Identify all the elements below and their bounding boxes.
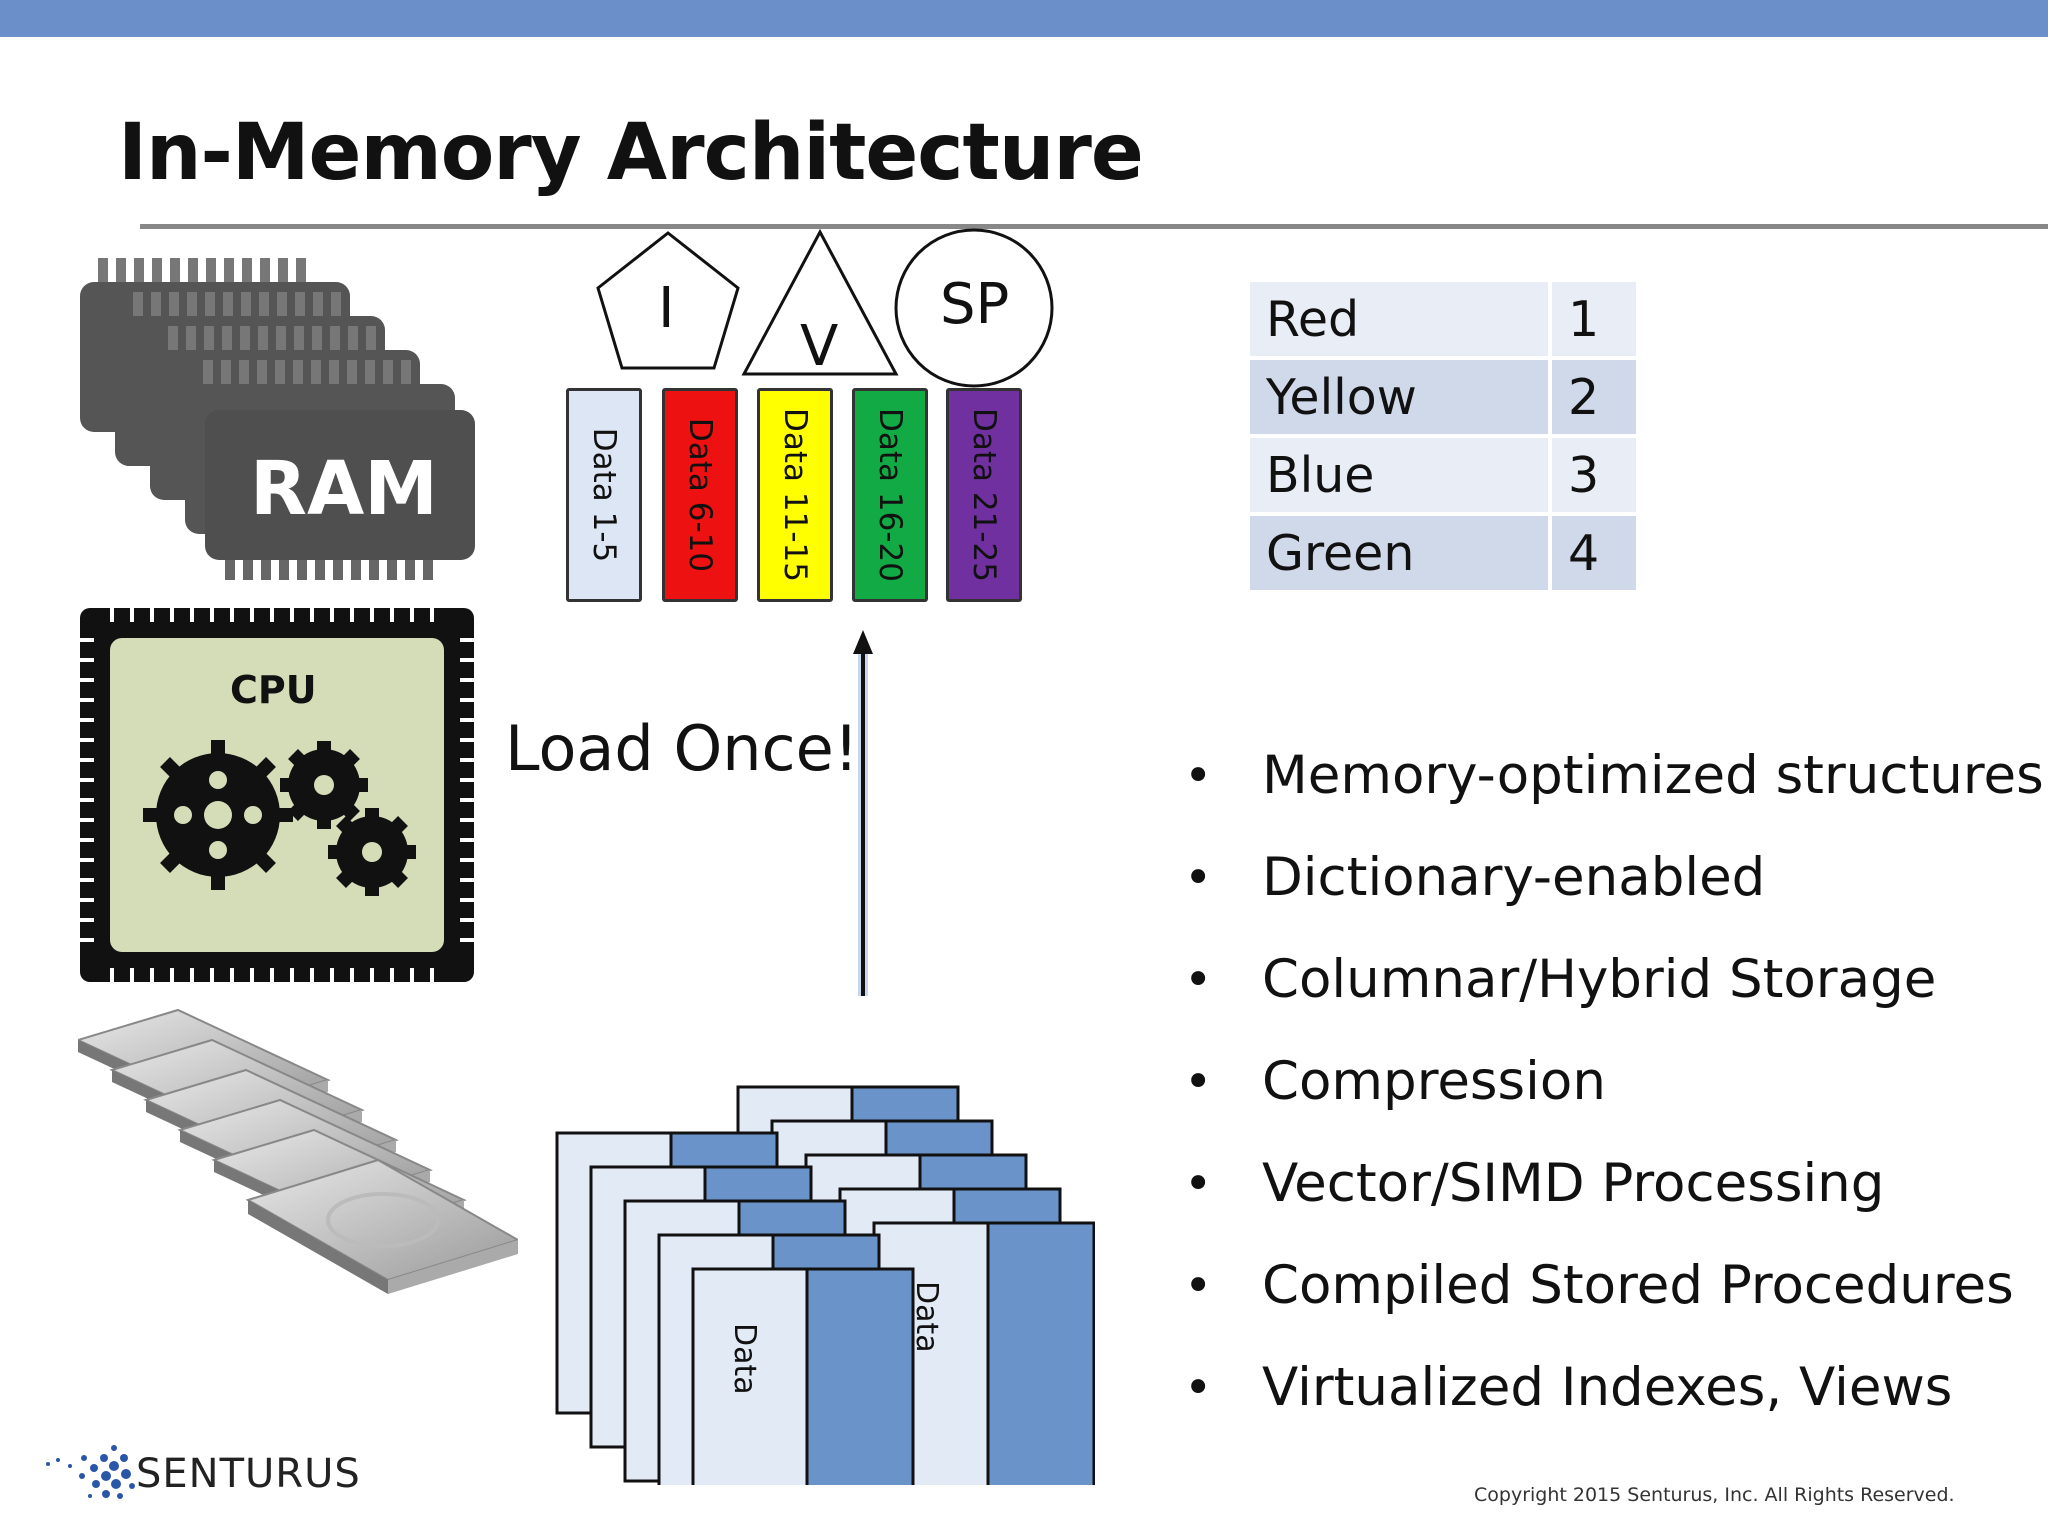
column-segment-label: Data 6-10: [682, 417, 718, 573]
list-item-text: Vector/SIMD Processing: [1262, 1153, 1885, 1214]
dictionary-value: Blue: [1250, 438, 1548, 512]
dictionary-value: Red: [1250, 282, 1548, 356]
dictionary-code: 2: [1552, 360, 1636, 434]
bullet-icon: •: [1184, 1156, 1213, 1212]
dictionary-code: 4: [1552, 516, 1636, 590]
list-item-text: Compiled Stored Procedures: [1262, 1255, 2014, 1316]
list-item-text: Columnar/Hybrid Storage: [1262, 949, 1937, 1010]
dictionary-code: 3: [1552, 438, 1636, 512]
table-row: Green 4: [1250, 516, 1636, 590]
list-item: • Vector/SIMD Processing: [1180, 1148, 2044, 1250]
slide-title: In-Memory Architecture: [118, 108, 1144, 198]
column-segment: Data 1-5: [566, 388, 642, 602]
dictionary-code: 1: [1552, 282, 1636, 356]
dictionary-table: Red 1 Yellow 2 Blue 3 Green 4: [1246, 278, 1640, 594]
list-item: • Columnar/Hybrid Storage: [1180, 944, 2044, 1046]
table-row: Blue 3: [1250, 438, 1636, 512]
bullet-icon: •: [1184, 1360, 1213, 1416]
front-page-label: Data: [727, 1323, 762, 1395]
ram-label: RAM: [250, 446, 438, 532]
column-segment-label: Data 1-5: [586, 427, 622, 563]
list-item-text: Compression: [1262, 1051, 1606, 1112]
list-item: • Dictionary-enabled: [1180, 842, 2044, 944]
bullet-icon: •: [1184, 850, 1213, 906]
column-segment: Data 16-20: [852, 388, 928, 602]
back-page-label: Data: [909, 1281, 944, 1353]
senturus-logo: SENTURUS: [136, 1451, 361, 1497]
dictionary-value: Yellow: [1250, 360, 1548, 434]
ssd-drives-icon: [78, 1009, 518, 1294]
top-accent-bar: [0, 0, 2048, 37]
dictionary-value: Green: [1250, 516, 1548, 590]
list-item: • Memory-optimized structures: [1180, 740, 2044, 842]
list-item: • Compiled Stored Procedures: [1180, 1250, 2044, 1352]
bullet-icon: •: [1184, 952, 1213, 1008]
feature-list: • Memory-optimized structures • Dictionary…: [1180, 740, 2044, 1454]
list-item-text: Dictionary-enabled: [1262, 847, 1766, 908]
column-segment-label: Data 16-20: [872, 408, 908, 582]
copyright-text: Copyright 2015 Senturus, Inc. All Rights…: [1474, 1484, 1955, 1506]
front-page-light: [691, 1267, 809, 1485]
index-pentagon-icon: [596, 231, 740, 370]
bullet-icon: •: [1184, 1054, 1213, 1110]
column-segment: Data 6-10: [662, 388, 738, 602]
load-arrow-icon: [853, 630, 873, 996]
list-item-text: Virtualized Indexes, Views: [1262, 1357, 1953, 1418]
index-label: I: [658, 276, 675, 341]
title-underline: [140, 224, 2048, 229]
cpu-chip-icon: [72, 600, 482, 990]
stored-procedure-circle-icon: [894, 228, 1054, 388]
front-page-blue: [805, 1267, 915, 1485]
list-item: • Virtualized Indexes, Views: [1180, 1352, 2044, 1454]
cpu-label: CPU: [230, 668, 317, 712]
column-segment: Data 21-25: [946, 388, 1022, 602]
view-triangle-icon: [741, 228, 899, 376]
list-item-text: Memory-optimized structures: [1262, 745, 2044, 806]
table-row: Red 1: [1250, 282, 1636, 356]
load-once-label: Load Once!: [505, 712, 859, 785]
stored-procedure-label: SP: [940, 272, 1010, 337]
ram-chips-icon: [80, 258, 475, 580]
senturus-globe-icon: [46, 1445, 135, 1499]
column-segment-label: Data 11-15: [777, 408, 813, 582]
column-segment: Data 11-15: [757, 388, 833, 602]
db-objects-shapes: [596, 228, 1054, 388]
view-label: V: [800, 314, 839, 379]
back-page-blue: [986, 1221, 1095, 1485]
data-pages-stack: Data Data: [555, 1085, 1095, 1485]
bullet-icon: •: [1184, 748, 1213, 804]
bullet-icon: •: [1184, 1258, 1213, 1314]
column-segment-label: Data 21-25: [966, 408, 1002, 582]
table-row: Yellow 2: [1250, 360, 1636, 434]
list-item: • Compression: [1180, 1046, 2044, 1148]
